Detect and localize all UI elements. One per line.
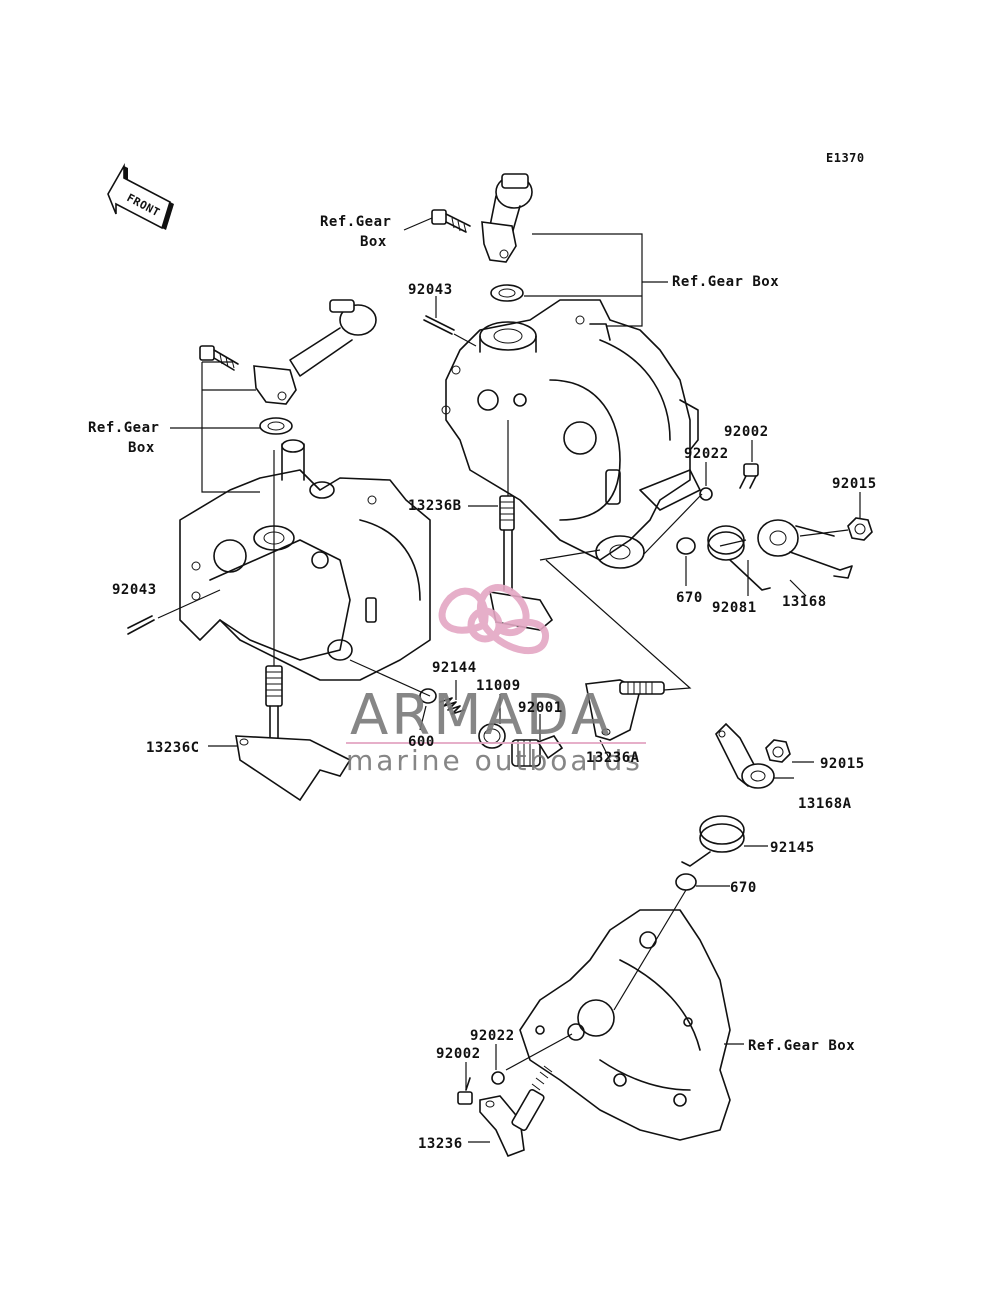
washer-92022-bottom bbox=[491, 1071, 505, 1085]
label-ref-gear-box-left-b: Box bbox=[128, 440, 155, 456]
gear-case-right bbox=[441, 299, 701, 569]
label-11009: 11009 bbox=[476, 678, 521, 694]
label-92043-left: 92043 bbox=[112, 582, 157, 598]
gear-case-left bbox=[179, 439, 431, 681]
oring-670-top bbox=[676, 537, 696, 555]
leader-lines bbox=[170, 217, 861, 1143]
oring-670-mid bbox=[675, 873, 697, 891]
label-13168A: 13168A bbox=[798, 796, 852, 812]
seal-top bbox=[490, 284, 524, 302]
label-92002-top: 92002 bbox=[724, 424, 769, 440]
shift-lever-top bbox=[481, 173, 533, 263]
bolt-left bbox=[199, 345, 239, 371]
bolt-92002-top bbox=[739, 463, 759, 489]
part-labels: Ref.Gear Box Ref.Gear Box 92043 Ref.Gear… bbox=[88, 214, 877, 1152]
shaft-13236A bbox=[585, 679, 665, 741]
bolt-92002-bottom bbox=[457, 1077, 473, 1105]
label-ref-gear-box-left-a: Ref.Gear bbox=[88, 420, 159, 436]
label-92144: 92144 bbox=[432, 660, 477, 676]
seal-left bbox=[259, 417, 293, 435]
label-670-mid: 670 bbox=[730, 880, 757, 896]
label-92002-bottom: 92002 bbox=[436, 1046, 481, 1062]
shaft-13236 bbox=[479, 1065, 553, 1158]
label-92043-top: 92043 bbox=[408, 282, 453, 298]
pin-92043-top bbox=[423, 315, 455, 335]
propeller-logo-icon bbox=[438, 584, 549, 655]
label-600: 600 bbox=[408, 734, 435, 750]
label-92001: 92001 bbox=[518, 700, 563, 716]
watermark-tagline: marine outboards bbox=[346, 744, 643, 777]
label-13168: 13168 bbox=[782, 594, 827, 610]
nut-92015-top bbox=[847, 517, 873, 541]
plug-92001 bbox=[511, 735, 564, 767]
label-ref-gear-box-top-a: Ref.Gear bbox=[320, 214, 391, 230]
label-ref-gear-box-top-b: Box bbox=[360, 234, 387, 250]
label-92022-bottom: 92022 bbox=[470, 1028, 515, 1044]
label-92015-mid: 92015 bbox=[820, 756, 865, 772]
label-13236A: 13236A bbox=[586, 750, 640, 766]
spring-92145 bbox=[681, 815, 745, 867]
shift-lever-left bbox=[253, 299, 377, 405]
pin-92043-left bbox=[127, 615, 155, 635]
label-92145: 92145 bbox=[770, 840, 815, 856]
shaft-13236C bbox=[235, 665, 352, 802]
label-92015-top: 92015 bbox=[832, 476, 877, 492]
spring-92144 bbox=[439, 697, 465, 715]
label-13236: 13236 bbox=[418, 1136, 463, 1152]
front-arrow-icon: FRONT bbox=[107, 162, 174, 230]
shaft-13236B bbox=[488, 495, 554, 631]
watermark-underline bbox=[346, 742, 646, 744]
label-670-top: 670 bbox=[676, 590, 703, 606]
nut-92015-mid bbox=[765, 739, 791, 763]
label-92081: 92081 bbox=[712, 600, 757, 616]
washer-92022-top bbox=[699, 487, 713, 501]
label-13236B: 13236B bbox=[408, 498, 462, 514]
arm-13168A bbox=[715, 722, 775, 789]
ball-600 bbox=[419, 688, 437, 704]
label-13236C: 13236C bbox=[146, 740, 200, 756]
diagram-code: E1370 bbox=[826, 151, 865, 165]
gear-case-bottom bbox=[519, 909, 731, 1141]
arm-13168 bbox=[757, 519, 853, 579]
label-ref-gear-box-bottom: Ref.Gear Box bbox=[748, 1038, 855, 1054]
bolt-top bbox=[431, 209, 471, 233]
label-ref-gear-box-top-right: Ref.Gear Box bbox=[672, 274, 779, 290]
guide-line-pin-left bbox=[157, 589, 221, 619]
watermark: ARMADA marine outboards bbox=[346, 584, 646, 777]
watermark-brand: ARMADA bbox=[350, 683, 612, 748]
label-92022-top: 92022 bbox=[684, 446, 729, 462]
